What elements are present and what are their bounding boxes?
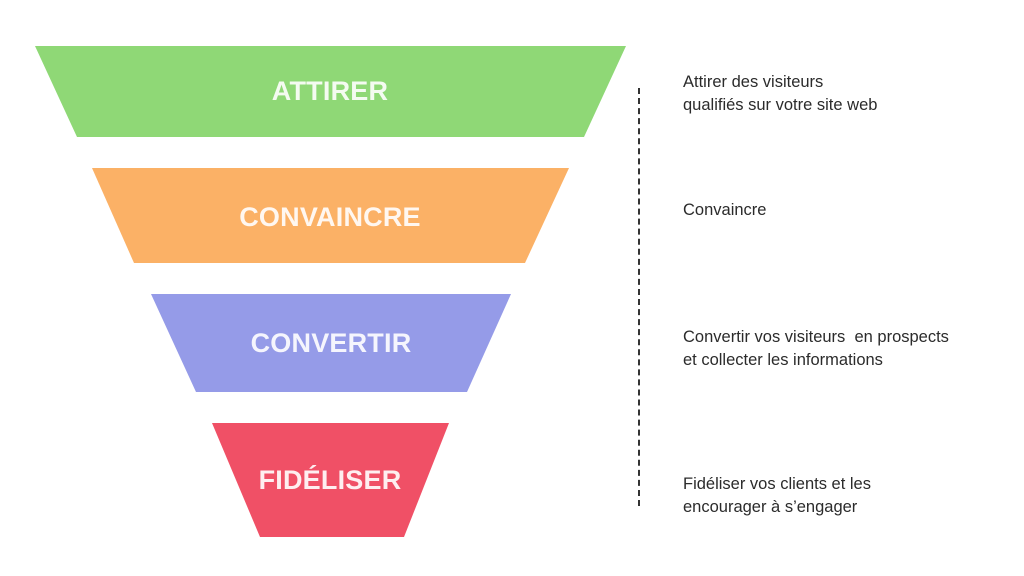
description-line: Convaincre [683,201,767,219]
description-line: Fidéliser vos clients et les [683,475,871,493]
stage-label-convertir: CONVERTIR [251,328,412,358]
funnel-stage-fideliser: FIDÉLISER [212,423,449,537]
description-line: encourager à s’engager [683,498,858,516]
description-line: Convertir vos visiteurs en prospects [683,328,949,346]
funnel-stage-attirer: ATTIRER [35,46,626,137]
description-convertir: Convertir vos visiteurs en prospects et … [683,326,1013,372]
stage-band-convertir [151,294,511,392]
stage-band-fideliser [212,423,449,537]
funnel-stage-convertir: CONVERTIR [151,294,511,392]
stage-band-attirer [35,46,626,137]
stage-band-convaincre [92,168,569,263]
dashed-divider [638,88,640,506]
description-fideliser: Fidéliser vos clients et les encourager … [683,473,1013,519]
stage-label-attirer: ATTIRER [272,76,388,106]
stage-label-fideliser: FIDÉLISER [259,464,402,495]
funnel-stage-convaincre: CONVAINCRE [92,168,569,263]
description-attirer: Attirer des visiteurs qualifiés sur votr… [683,71,1013,117]
description-line: et collecter les informations [683,351,883,369]
description-convaincre: Convaincre [683,199,1013,222]
description-line: Attirer des visiteurs [683,73,824,91]
stage-label-convaincre: CONVAINCRE [239,202,421,232]
description-line: qualifiés sur votre site web [683,96,878,114]
